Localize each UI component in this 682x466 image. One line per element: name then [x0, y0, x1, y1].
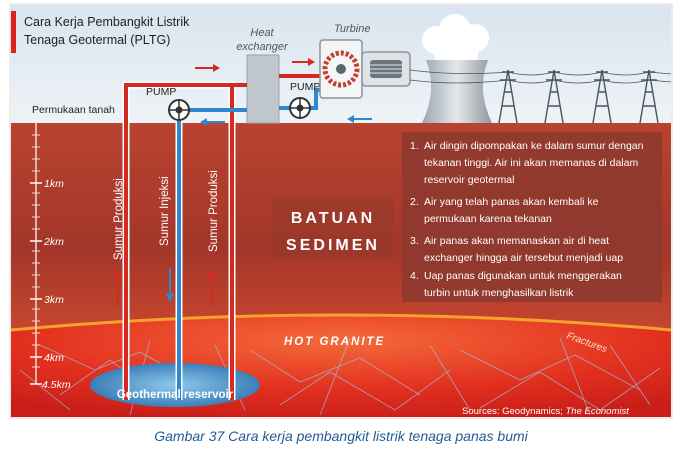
granite-boundary: [10, 313, 672, 332]
heat-exchanger-label-2: exchanger: [236, 41, 289, 53]
step-1-line-1: Air dingin dipompakan ke dalam sumur den…: [424, 140, 644, 152]
geothermal-reservoir: [90, 363, 260, 407]
step-2-line-1: Air yang telah panas akan kembali ke: [424, 196, 599, 208]
turbine-label: Turbine: [334, 23, 370, 35]
step-3-number: 3.: [410, 235, 419, 247]
production-wells-pipe: [124, 83, 234, 400]
step-1-line-2: tekanan tinggi. Air ini akan memanas di …: [424, 157, 638, 169]
depth-label-2km: 2km: [43, 236, 64, 248]
rock-label-line-1: BATUAN: [291, 210, 375, 227]
heat-exchanger: [246, 54, 280, 124]
heat-exchanger-label-1: Heat: [250, 27, 274, 39]
step-3-line-2: exchanger hingga air tersebut menjadi ua…: [424, 252, 623, 264]
flow-arrows: [114, 58, 372, 305]
depth-major-ticks: [30, 182, 42, 385]
pump-right: [289, 97, 311, 119]
surface-label: Permukaan tanah: [32, 104, 115, 116]
step-4-line-2: turbin untuk menghasilkan listrik: [424, 287, 574, 299]
reservoir-label: Geothermal reservoir: [117, 389, 234, 401]
step-3-line-1: Air panas akan memanaskan air di heat: [424, 235, 609, 247]
depth-minor-ticks: [32, 134, 40, 368]
turbine: [319, 39, 363, 99]
production-well-right-label: Sumur Produksi: [208, 170, 220, 252]
steps-panel: [402, 132, 662, 302]
power-pylons: [409, 69, 672, 124]
steps-list: 1. Air dingin dipompakan ke dalam sumur …: [410, 140, 644, 299]
sources-publication: The Economist: [566, 406, 630, 417]
step-1-number: 1.: [410, 140, 419, 152]
sources-line: Sources: Geodynamics; The Economist: [462, 406, 629, 417]
step-2-line-2: permukaan karena tekanan: [424, 213, 552, 225]
title-line-2: Tenaga Geotermal (PLTG): [24, 33, 170, 47]
step-2-number: 2.: [410, 196, 419, 208]
geothermal-diagram: Cara Kerja Pembangkit Listrik Tenaga Geo…: [9, 3, 673, 419]
step-4-line-1: Uap panas digunakan untuk menggerakan: [424, 270, 622, 282]
sources-prefix: Sources: Geodynamics;: [462, 406, 566, 417]
injection-well-label: Sumur Injeksi: [159, 176, 171, 246]
depth-label-4km: 4km: [44, 352, 64, 364]
figure-caption: Gambar 37 Cara kerja pembangkit listrik …: [154, 428, 528, 444]
pump-right-label: PUMP: [290, 81, 320, 93]
depth-label-1km: 1km: [44, 178, 64, 190]
step-1-line-3: reservoir geotermal: [424, 174, 514, 186]
production-well-left-label: Sumur Produksi: [113, 178, 125, 260]
pump-left: [168, 99, 190, 121]
pump-left-label: PUMP: [146, 86, 176, 98]
depth-label-3km: 3km: [44, 294, 64, 306]
generator: [361, 51, 411, 87]
cooling-tower: [422, 60, 492, 123]
depth-label-4-5km: 4.5km: [42, 379, 71, 391]
hot-granite-label: HOT GRANITE: [284, 336, 385, 348]
rock-label-line-2: SEDIMEN: [286, 237, 380, 254]
title-accent-bar: [11, 11, 16, 53]
rock-label-box: [272, 197, 394, 259]
step-4-number: 4.: [410, 270, 419, 282]
title-line-1: Cara Kerja Pembangkit Listrik: [24, 15, 190, 29]
